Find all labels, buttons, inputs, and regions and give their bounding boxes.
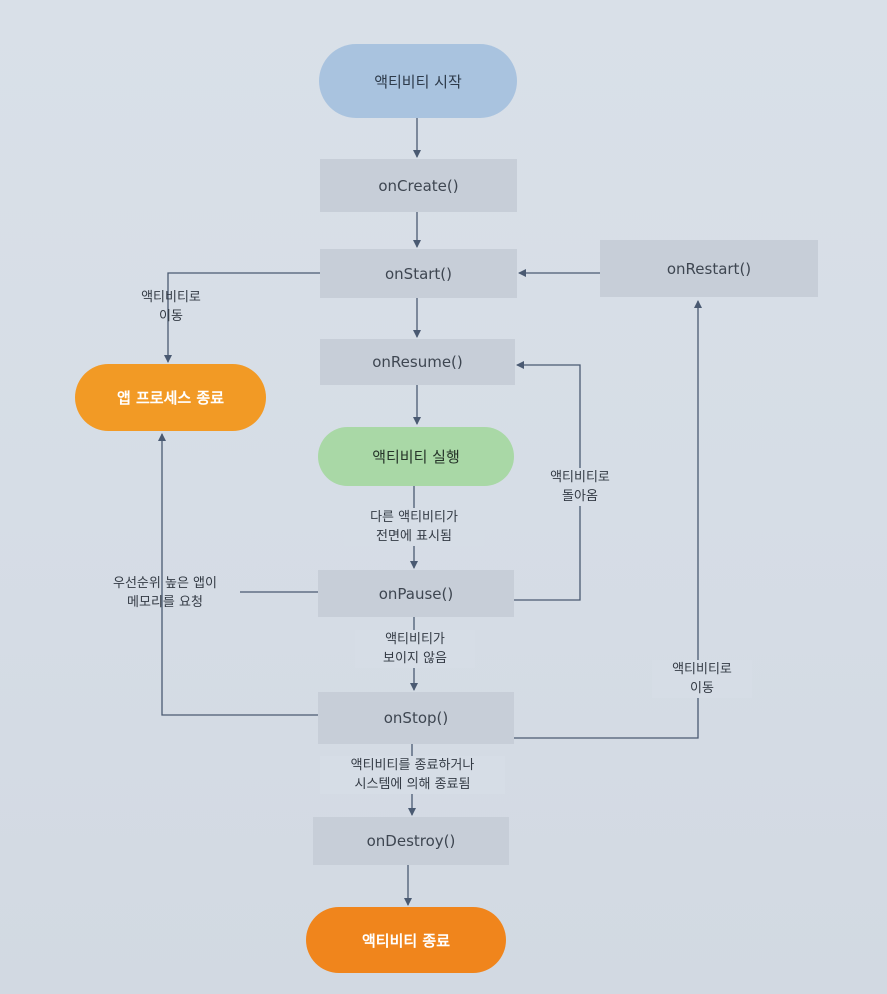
label-return-line1: 액티비티로 — [550, 470, 610, 485]
node-onstop: onStop() — [318, 692, 514, 744]
label-finish-line1: 액티비티를 종료하거나 — [350, 758, 475, 773]
arrow-onstop-to-process-end — [158, 433, 320, 716]
node-process-end: 앱 프로세스 종료 — [75, 364, 266, 431]
arrow-onstop-to-onrestart — [514, 300, 702, 739]
node-ondestroy: onDestroy() — [313, 817, 509, 865]
node-onpause-label: onPause() — [378, 584, 454, 603]
label-not-visible-line1: 액티비티가 — [385, 632, 445, 647]
node-process-end-label: 앱 프로세스 종료 — [116, 389, 225, 407]
node-activity-running-label: 액티비티 실행 — [372, 448, 460, 466]
node-onresume-label: onResume() — [372, 353, 463, 371]
node-activity-end-label: 액티비티 종료 — [361, 931, 451, 950]
node-onrestart: onRestart() — [600, 240, 818, 297]
label-priority-memory: 우선순위 높은 앱이 메모리를 요청 — [95, 574, 235, 612]
node-onpause: onPause() — [318, 570, 514, 617]
node-onrestart-label: onRestart() — [666, 259, 752, 278]
arrow-onstart-to-process-end — [164, 272, 320, 363]
node-onstart: onStart() — [320, 249, 517, 298]
label-not-visible: 액티비티가 보이지 않음 — [355, 630, 475, 668]
label-other-activity-front: 다른 액티비티가 전면에 표시됨 — [344, 508, 484, 546]
node-onstop-label: onStop() — [383, 709, 449, 727]
node-onresume: onResume() — [320, 339, 515, 385]
node-oncreate-label: onCreate() — [378, 176, 459, 195]
node-activity-start-label: 액티비티 시작 — [374, 72, 462, 91]
label-priority-line1: 우선순위 높은 앱이 — [113, 576, 217, 591]
label-navigate-back: 액티비티로 이동 — [116, 288, 226, 326]
label-not-visible-line2: 보이지 않음 — [383, 651, 447, 666]
label-other-front-line1: 다른 액티비티가 — [370, 510, 458, 525]
node-activity-end: 액티비티 종료 — [306, 907, 506, 973]
label-finish-line2: 시스템에 의해 종료됨 — [354, 777, 471, 792]
node-ondestroy-label: onDestroy() — [366, 832, 456, 850]
label-navigate-to-line1: 액티비티로 — [672, 662, 732, 677]
label-navigate-back-line1: 액티비티로 — [141, 290, 201, 305]
label-navigate-to-line2: 이동 — [690, 681, 714, 696]
label-navigate-to: 액티비티로 이동 — [652, 660, 752, 698]
label-return-to-activity: 액티비티로 돌아옴 — [530, 468, 630, 506]
node-onstart-label: onStart() — [384, 264, 453, 283]
label-navigate-back-line2: 이동 — [159, 309, 183, 324]
label-return-line2: 돌아옴 — [562, 489, 598, 504]
node-activity-running: 액티비티 실행 — [318, 427, 514, 486]
label-priority-line2: 메모리를 요청 — [127, 595, 203, 610]
node-oncreate: onCreate() — [320, 159, 517, 212]
label-finish-or-killed: 액티비티를 종료하거나 시스템에 의해 종료됨 — [320, 756, 505, 794]
node-activity-start: 액티비티 시작 — [319, 44, 517, 118]
label-other-front-line2: 전면에 표시됨 — [376, 529, 452, 544]
